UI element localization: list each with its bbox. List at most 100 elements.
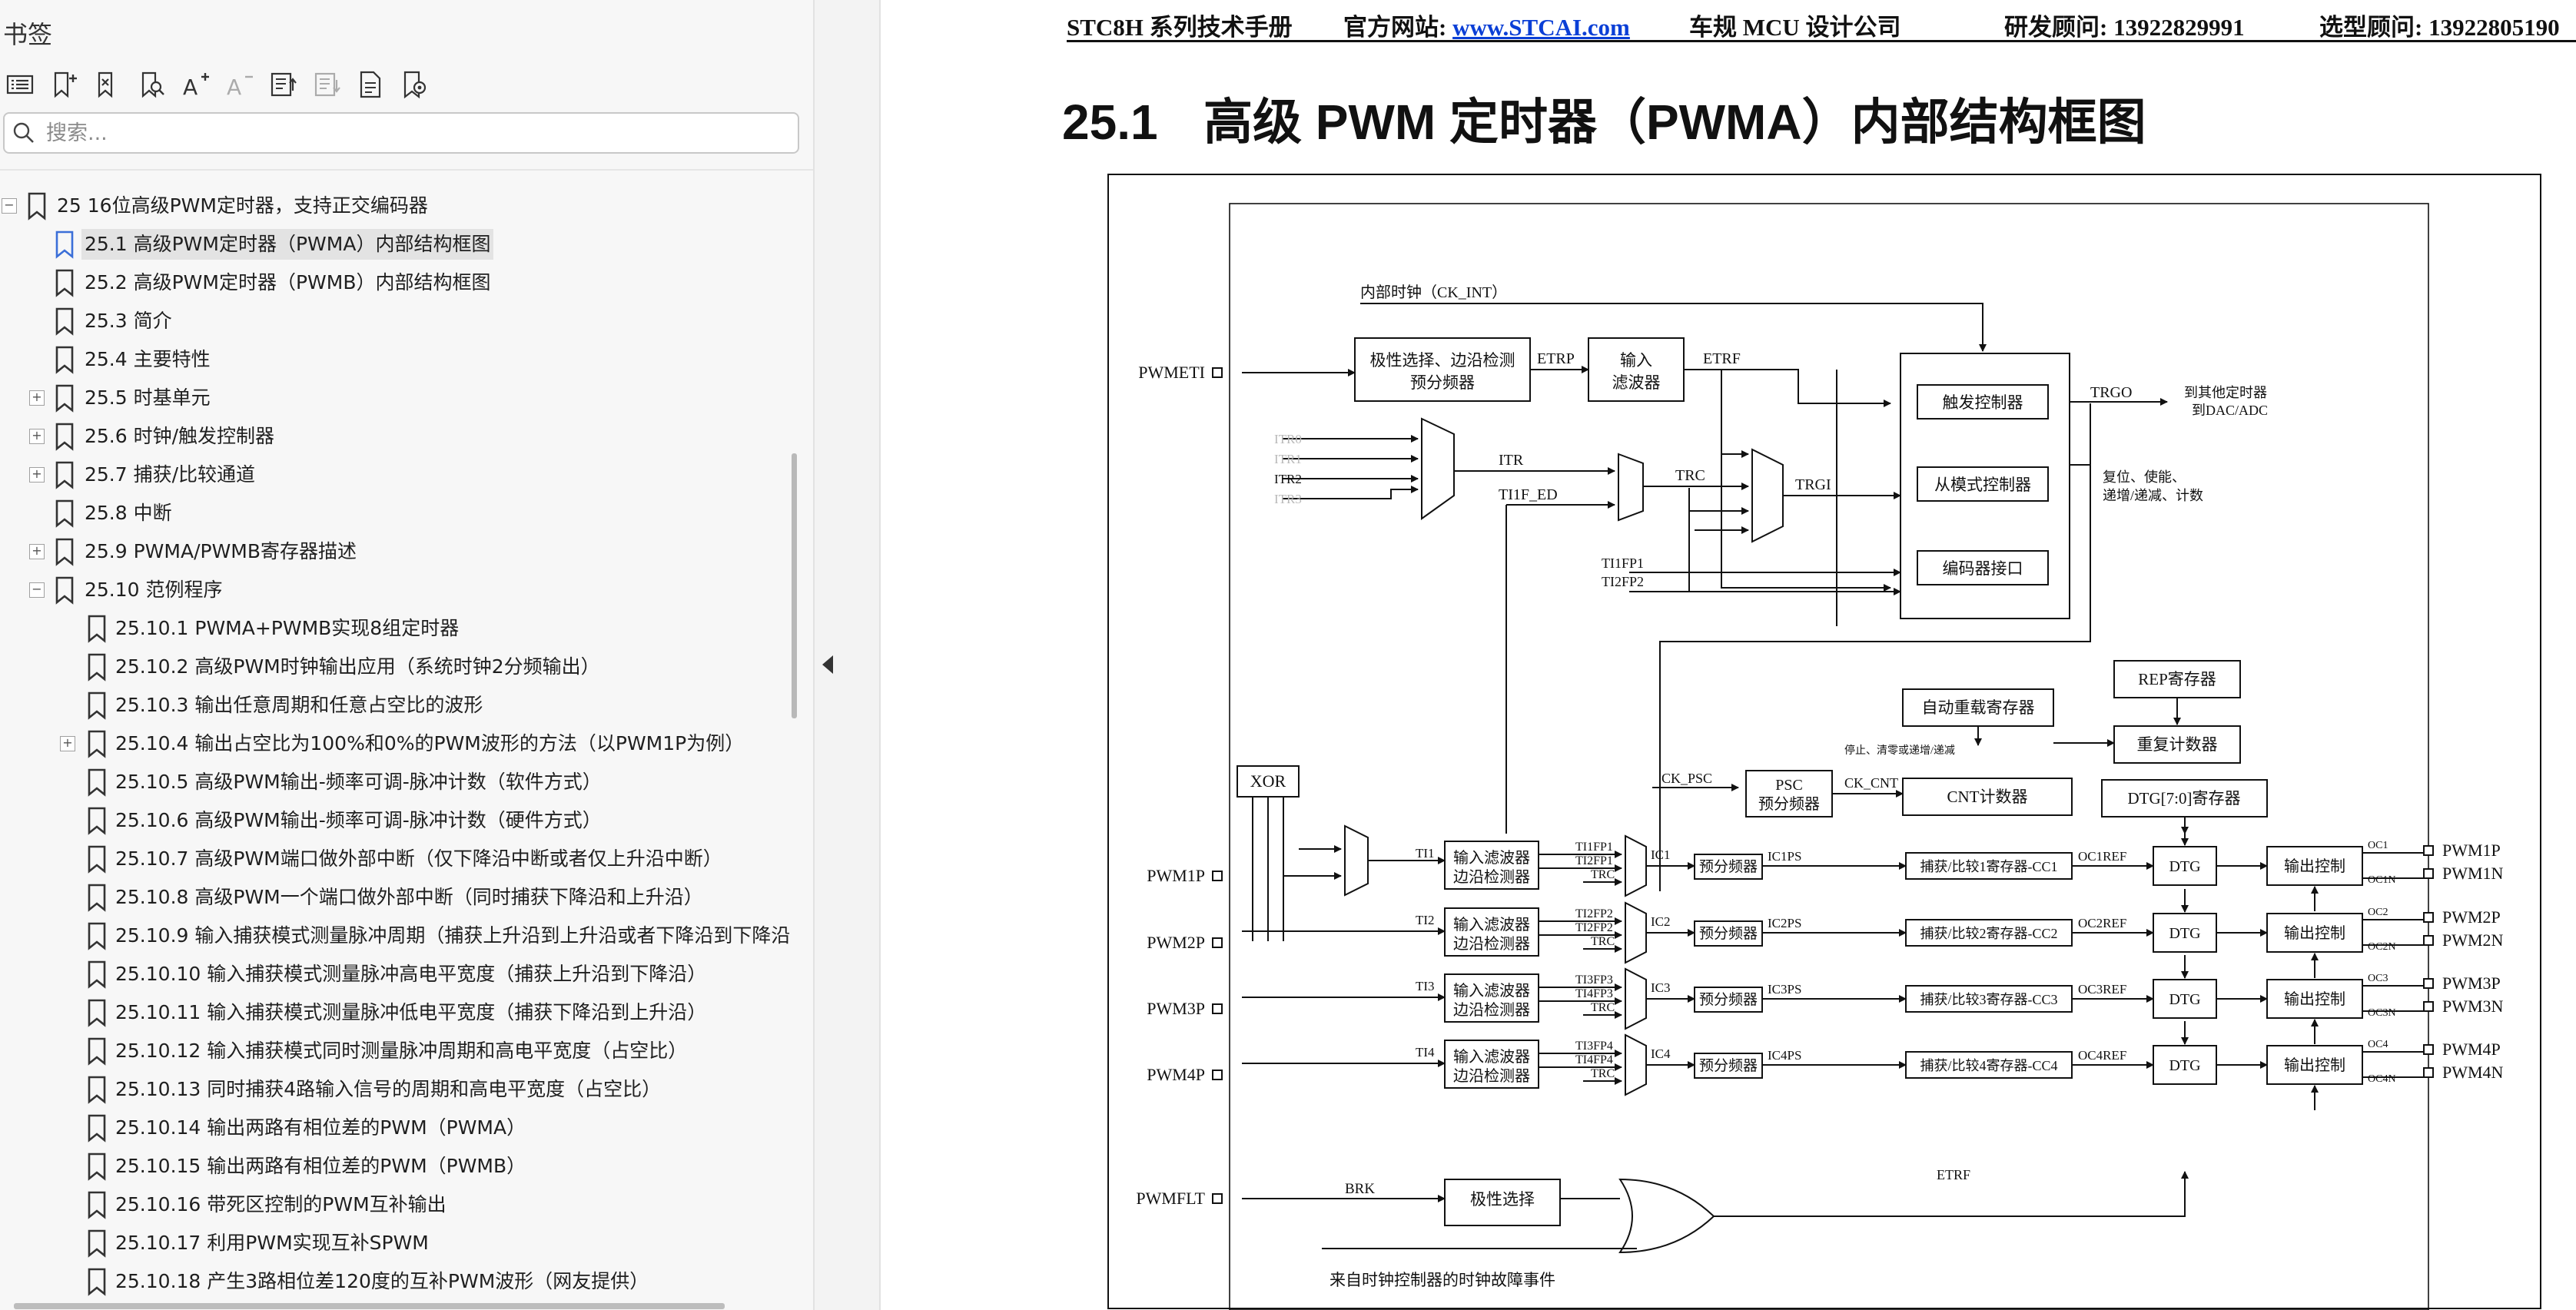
trc-label: TRC	[1675, 467, 1705, 484]
collapse-icon[interactable]: −	[29, 582, 45, 598]
delete-bookmark-icon[interactable]	[91, 68, 124, 101]
bookmark-item[interactable]: 25.10.16 带死区控制的PWM互补输出	[0, 1186, 799, 1224]
site-link[interactable]: www.STCAI.com	[1452, 14, 1630, 41]
right-pin-label: PWM4P	[2442, 1040, 2501, 1059]
expand-all-icon[interactable]	[266, 68, 300, 101]
collapse-all-icon[interactable]	[310, 68, 344, 101]
bookmark-item[interactable]: 25.10.3 输出任意周期和任意占空比的波形	[0, 686, 799, 725]
bookmark-item[interactable]: 25.10.2 高级PWM时钟输出应用（系统时钟2分频输出）	[0, 648, 799, 686]
bookmark-item[interactable]: 25.2 高级PWM定时器（PWMB）内部结构框图	[0, 264, 799, 302]
oc-label: OC3	[2368, 973, 2388, 984]
fp-b-label: TI2FP1	[1575, 854, 1613, 867]
bookmark-label: 25.6 时钟/触发控制器	[85, 425, 275, 447]
bookmark-item[interactable]: 25.10.11 输入捕获模式测量脉冲低电平宽度（捕获下降沿到上升沿）	[0, 993, 799, 1032]
ocn-label: OC2N	[2368, 941, 2396, 953]
bookmark-item[interactable]: 25.10.12 输入捕获模式同时测量脉冲周期和高电平宽度（占空比）	[0, 1032, 799, 1070]
bookmark-item[interactable]: 25.10.18 产生3路相位差120度的互补PWM波形（网友提供）	[0, 1262, 799, 1300]
bookmark-item[interactable]: 25.10.6 高级PWM输出-频率可调-脉冲计数（硬件方式）	[0, 801, 799, 840]
bookmark-item[interactable]: −25 16位高级PWM定时器，支持正交编码器	[0, 187, 799, 225]
trgo-label: TRGO	[2090, 384, 2132, 401]
page-header: STC8H 系列技术手册 官方网站: www.STCAI.com 车规 MCU …	[1067, 0, 2576, 43]
decrease-font-icon[interactable]: A	[222, 68, 256, 101]
bookmark-item[interactable]: 25.10.7 高级PWM端口做外部中断（仅下降沿中断或者仅上升沿中断）	[0, 840, 799, 878]
trc-input-label: TRC	[1591, 935, 1615, 948]
bookmark-icon	[86, 920, 108, 951]
ps-label: IC4PS	[1768, 1048, 1801, 1063]
bookmark-icon	[54, 267, 75, 298]
right-pin-label: PWM3P	[2442, 973, 2501, 993]
etrf-bottom-label: ETRF	[1937, 1167, 1970, 1182]
expand-icon[interactable]: +	[29, 429, 45, 444]
cc-register-label: 捕获/比较1寄存器-CC1	[1920, 859, 2057, 874]
bookmark-item[interactable]: 25.10.8 高级PWM一个端口做外部中断（同时捕获下降沿和上升沿）	[0, 878, 799, 917]
reset-note-line1: 复位、使能、	[2103, 469, 2186, 485]
expand-icon[interactable]: +	[60, 736, 75, 751]
bookmark-item[interactable]: +25.7 捕获/比较通道	[0, 456, 799, 494]
collapse-panel-button[interactable]	[816, 649, 839, 680]
bookmark-item[interactable]: −25.10 范例程序	[0, 571, 799, 609]
bookmark-item[interactable]: +25.5 时基单元	[0, 379, 799, 417]
itr3-label: ITR3	[1274, 492, 1302, 506]
to-dac-adc: 到DAC/ADC	[2192, 403, 2268, 418]
bookmark-item[interactable]: 25.1 高级PWM定时器（PWMA）内部结构框图	[0, 225, 799, 264]
bookmark-label: 25.10.11 输入捕获模式测量脉冲低电平宽度（捕获下降沿到上升沿）	[115, 1001, 707, 1023]
polarity-prescaler-line1: 极性选择、边沿检测	[1370, 351, 1515, 370]
left-pin: PWMFLT	[1136, 1189, 1223, 1208]
ic-label: IC4	[1651, 1046, 1671, 1061]
right-pin: PWM2P	[2423, 907, 2501, 927]
fp-b-label: TI4FP4	[1575, 1053, 1613, 1066]
itr1-label: ITR1	[1274, 452, 1302, 466]
bookmark-item[interactable]: 25.10.17 利用PWM实现互补SPWM	[0, 1224, 799, 1262]
bookmark-item[interactable]: 25.10.5 高级PWM输出-频率可调-脉冲计数（软件方式）	[0, 763, 799, 801]
output-control-label: 输出控制	[2284, 1056, 2345, 1074]
bookmark-label: 25.10.12 输入捕获模式同时测量脉冲周期和高电平宽度（占空比）	[115, 1040, 688, 1062]
bookmark-item[interactable]: 25.3 简介	[0, 302, 799, 340]
bookmark-label: 25.8 中断	[85, 502, 172, 524]
bookmark-item[interactable]: 25.4 主要特性	[0, 340, 799, 379]
panel-splitter[interactable]	[813, 0, 881, 1310]
bookmark-label: 25.10.8 高级PWM一个端口做外部中断（同时捕获下降沿和上升沿）	[115, 886, 703, 908]
bookmark-icon	[54, 383, 75, 413]
bookmark-item[interactable]: 25.8 中断	[0, 494, 799, 532]
bookmark-item[interactable]: +25.6 时钟/触发控制器	[0, 417, 799, 456]
rd-consultant: 研发顾问: 13922829991	[2004, 14, 2245, 41]
trgi-label: TRGI	[1795, 476, 1831, 493]
stop-note: 停止、清零或递增/递减	[1844, 744, 1955, 757]
increase-font-icon[interactable]: A	[178, 68, 212, 101]
bookmark-item[interactable]: 25.10.15 输出两路有相位差的PWM（PWMB）	[0, 1147, 799, 1186]
bookmark-label: 25.10.4 输出占空比为100%和0%的PWM波形的方法（以PWM1P为例）	[115, 732, 745, 754]
add-bookmark-icon[interactable]	[47, 68, 81, 101]
output-control-label: 输出控制	[2284, 924, 2345, 942]
manual-name: STC8H 系列技术手册	[1067, 14, 1293, 41]
input-filter-line1: 输入	[1620, 351, 1652, 370]
polarity-prescaler-line2: 预分频器	[1410, 373, 1475, 392]
bookmark-item[interactable]: 25.10.1 PWMA+PWMB实现8组定时器	[0, 609, 799, 648]
cnt-counter-label: CNT计数器	[1947, 788, 2028, 806]
bookmark-icon	[54, 536, 75, 567]
section-number: 25.1	[1062, 95, 1158, 150]
expand-icon[interactable]: +	[29, 544, 45, 559]
bookmark-item[interactable]: 25.10.10 输入捕获模式测量脉冲高电平宽度（捕获上升沿到下降沿）	[0, 955, 799, 993]
collapse-icon[interactable]: −	[2, 198, 17, 214]
list-icon[interactable]	[3, 68, 37, 101]
bookmark-item[interactable]: +25.10.4 输出占空比为100%和0%的PWM波形的方法（以PWM1P为例…	[0, 725, 799, 763]
ic-label: IC1	[1651, 847, 1671, 862]
horizontal-scrollbar[interactable]	[14, 1303, 725, 1309]
bookmark-search-box[interactable]	[3, 112, 799, 154]
bookmark-item[interactable]: 25.10.9 输入捕获模式测量脉冲周期（捕获上升沿到上升沿或者下降沿到下降沿	[0, 917, 799, 955]
goto-bookmark-icon[interactable]	[397, 68, 431, 101]
bookmark-icon	[86, 728, 108, 759]
right-pin-label: PWM4N	[2442, 1063, 2504, 1082]
bookmark-properties-icon[interactable]	[354, 68, 387, 101]
search-input[interactable]	[46, 121, 768, 145]
expand-icon[interactable]: +	[29, 467, 45, 483]
ti2fp2-label: TI2FP2	[1602, 574, 1644, 589]
bookmark-item[interactable]: 25.10.13 同时捕获4路输入信号的周期和高电平宽度（占空比）	[0, 1070, 799, 1109]
itr-label: ITR	[1499, 452, 1524, 469]
bookmark-item[interactable]: +25.9 PWMA/PWMB寄存器描述	[0, 532, 799, 571]
find-bookmark-icon[interactable]	[134, 68, 168, 101]
expand-icon[interactable]: +	[29, 390, 45, 406]
bookmark-item[interactable]: 25.10.14 输出两路有相位差的PWM（PWMA）	[0, 1109, 799, 1147]
bookmark-icon	[86, 1228, 108, 1259]
vertical-scrollbar[interactable]	[792, 453, 797, 718]
